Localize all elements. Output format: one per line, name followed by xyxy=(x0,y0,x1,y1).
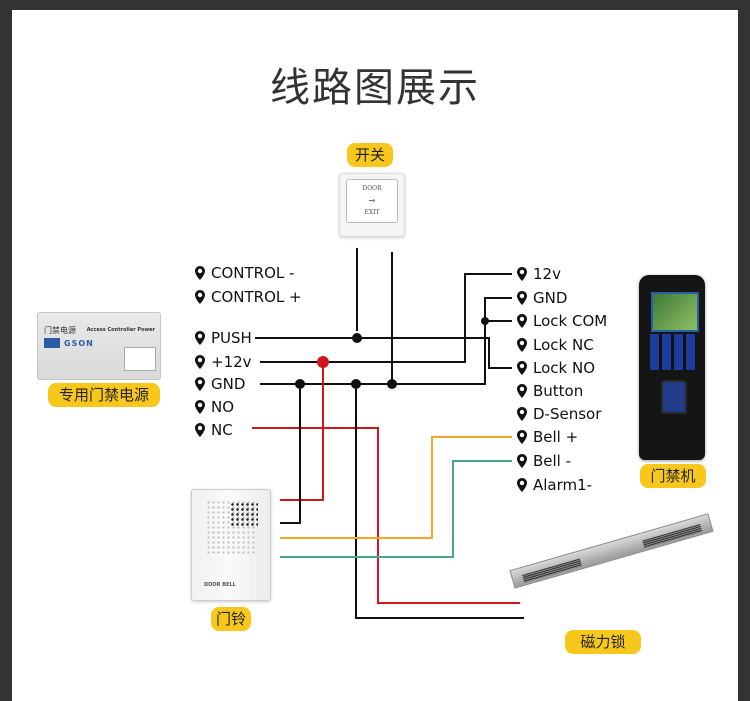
access-controller-image xyxy=(639,275,705,460)
power-supply-tag: 专用门禁电源 xyxy=(48,383,160,407)
pin-marker-icon xyxy=(517,361,527,375)
controller-terminal-label: 12v xyxy=(533,265,561,283)
exit-button-face: DOOR ⊸ EXIT xyxy=(346,179,398,223)
junction-dot xyxy=(351,379,361,389)
controller-terminal-gnd: GND xyxy=(517,289,567,307)
power-supply-spec-panel xyxy=(124,347,156,371)
wire-nc-lock xyxy=(252,427,520,604)
power-supply-brand-logo xyxy=(44,338,60,348)
wiring-layer xyxy=(252,248,524,619)
pin-marker-icon xyxy=(517,338,527,352)
wire-push xyxy=(255,337,512,369)
junction-dot xyxy=(317,356,329,368)
junction-dot xyxy=(352,333,362,343)
controller-terminal-label: Bell - xyxy=(533,452,572,470)
power-terminal-push: PUSH xyxy=(195,329,252,347)
pin-marker-icon xyxy=(517,407,527,421)
power-terminal-no: NO xyxy=(195,398,234,416)
pin-marker-icon xyxy=(195,377,205,391)
power-terminal-control-minus: CONTROL - xyxy=(195,264,294,282)
controller-terminal-alarm1-minus: Alarm1- xyxy=(517,476,592,494)
wire-bell-green xyxy=(280,460,512,558)
power-terminal-nc: NC xyxy=(195,421,233,439)
controller-terminal-label: Alarm1- xyxy=(533,476,593,494)
diagram-canvas: 线路图展示 开关 DOOR ⊸ xyxy=(12,10,738,701)
power-terminal-12v: +12v xyxy=(195,353,252,371)
controller-terminal-bell-plus: Bell + xyxy=(517,428,578,446)
power-terminal-control-plus: CONTROL + xyxy=(195,288,302,306)
controller-keypad xyxy=(650,334,696,370)
pin-marker-icon xyxy=(195,331,205,345)
wire-bell-red xyxy=(280,362,324,501)
power-terminal-label: NO xyxy=(211,398,235,416)
speaker-grille-dark xyxy=(230,502,258,528)
controller-terminal-button: Button xyxy=(517,382,583,400)
controller-terminal-label: D-Sensor xyxy=(533,405,602,423)
fingerprint-sensor xyxy=(661,380,687,414)
controller-terminal-bell-minus: Bell - xyxy=(517,452,571,470)
exit-button-tag: 开关 xyxy=(347,143,393,167)
wire-bell-black xyxy=(280,384,301,524)
wire-bell-orange xyxy=(280,436,512,539)
wire-gnd-lock xyxy=(355,384,524,619)
power-terminal-label: CONTROL + xyxy=(211,288,302,306)
pin-marker-icon xyxy=(517,384,527,398)
exit-button-image: DOOR ⊸ EXIT xyxy=(339,173,405,237)
door-bell-tag: 门铃 xyxy=(211,607,251,631)
power-supply-image: 门禁电源 Access Controller Power GSON xyxy=(37,312,161,380)
magnetic-lock-tag: 磁力锁 xyxy=(565,630,641,654)
wire-gnd xyxy=(260,297,512,385)
power-terminal-label: NC xyxy=(211,421,233,439)
key-icon: ⊸ xyxy=(368,196,376,205)
pin-marker-icon xyxy=(195,400,205,414)
pin-marker-icon xyxy=(517,314,527,328)
controller-terminal-label: GND xyxy=(533,289,568,307)
controller-terminal-label: Bell + xyxy=(533,428,579,446)
power-terminal-gnd: GND xyxy=(195,375,245,393)
controller-screen xyxy=(651,292,699,332)
pin-marker-icon xyxy=(517,478,527,492)
pin-marker-icon xyxy=(195,266,205,280)
junction-dot xyxy=(387,379,397,389)
pin-marker-icon xyxy=(517,430,527,444)
door-bell-image: DOOR BELL xyxy=(191,489,271,601)
exit-button-text-bottom: EXIT xyxy=(364,209,380,216)
power-supply-model: Access Controller Power xyxy=(86,327,155,333)
controller-terminal-lock-no: Lock NO xyxy=(517,359,595,377)
pin-marker-icon xyxy=(195,423,205,437)
pin-marker-icon xyxy=(517,454,527,468)
door-bell-label: DOOR BELL xyxy=(204,582,236,588)
controller-terminal-label: Button xyxy=(533,382,584,400)
controller-terminal-label: Lock NC xyxy=(533,336,594,354)
power-terminal-label: CONTROL - xyxy=(211,264,295,282)
power-terminal-label: GND xyxy=(211,375,246,393)
power-terminal-label: +12v xyxy=(211,353,252,371)
junction-dot xyxy=(295,379,305,389)
wire-12v xyxy=(260,273,512,363)
pin-marker-icon xyxy=(517,267,527,281)
controller-terminal-label: Lock COM xyxy=(533,312,608,330)
controller-terminal-lock-com: Lock COM xyxy=(517,312,607,330)
power-supply-brand: GSON xyxy=(64,339,94,348)
controller-terminal-d-sensor: D-Sensor xyxy=(517,405,601,423)
controller-terminal-label: Lock NO xyxy=(533,359,595,377)
pin-marker-icon xyxy=(517,291,527,305)
exit-button-text-top: DOOR xyxy=(362,185,382,192)
pin-marker-icon xyxy=(195,355,205,369)
controller-terminal-12v: 12v xyxy=(517,265,561,283)
junction-dot xyxy=(481,317,489,325)
power-supply-brand-cn: 门禁电源 xyxy=(44,326,76,335)
pin-marker-icon xyxy=(195,290,205,304)
controller-terminal-lock-nc: Lock NC xyxy=(517,336,594,354)
access-controller-tag: 门禁机 xyxy=(640,464,706,488)
power-terminal-label: PUSH xyxy=(211,329,252,347)
page-title: 线路图展示 xyxy=(270,65,480,111)
